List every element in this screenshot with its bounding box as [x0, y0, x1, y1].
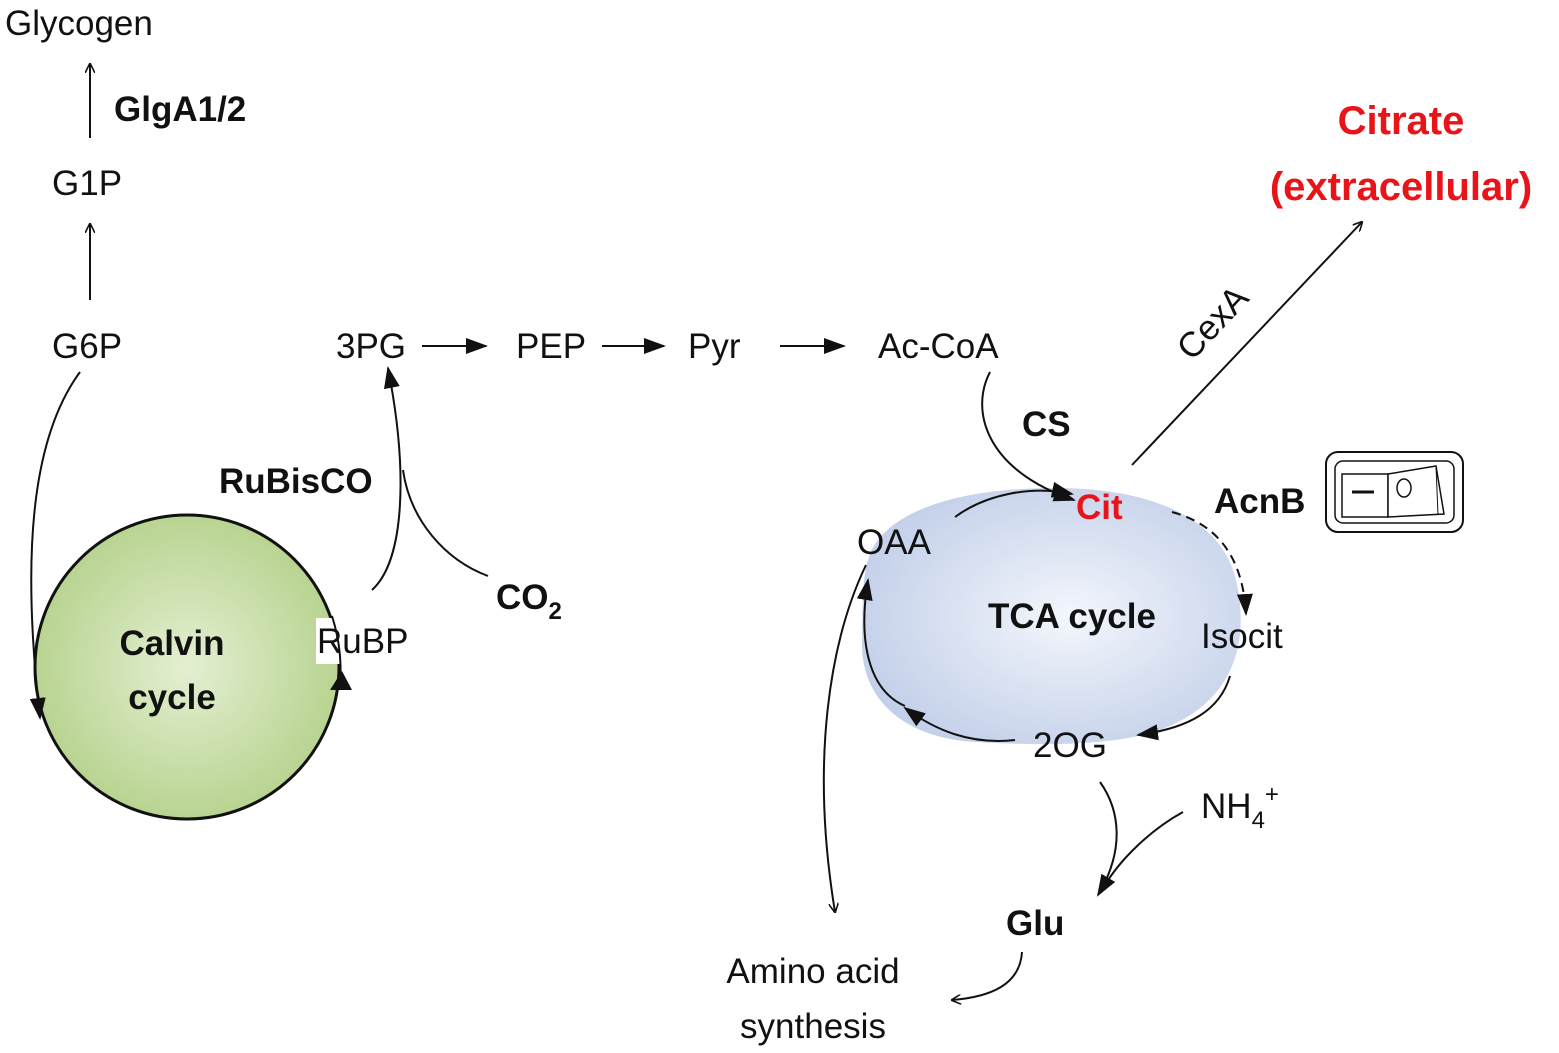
arrow-2og-to-oaa-lower: [903, 706, 1016, 742]
metabolite-pyr: Pyr: [688, 327, 741, 366]
product-citrate-line2: (extracellular): [1270, 165, 1532, 209]
metabolite-oaa: OAA: [857, 523, 932, 562]
metabolite-rubp: RuBP: [317, 622, 408, 661]
amino-acid-synthesis-line1: Amino acid: [726, 952, 899, 991]
metabolite-isocit: Isocit: [1201, 617, 1283, 656]
arrow-oaa-to-amino-acid: [822, 564, 867, 912]
rubp-label-backdrop: [316, 618, 396, 664]
metabolite-glycogen: Glycogen: [5, 4, 153, 43]
arrow-rubp-to-3pg: [371, 366, 402, 591]
metabolite-nh4: NH4+: [1201, 781, 1279, 834]
metabolite-3pg: 3PG: [336, 327, 406, 366]
product-citrate-line1: Citrate: [1338, 99, 1465, 143]
tca-cycle-blob: [861, 488, 1241, 745]
metabolite-pep: PEP: [516, 327, 586, 366]
arrow-g6p-to-calvin: [29, 371, 81, 720]
toggle-switch-icon: [1325, 451, 1464, 533]
arrow-cit-to-isocit: [1171, 511, 1253, 616]
arrow-2og-to-oaa-upper: [856, 578, 906, 707]
arrow-isocit-to-2og: [1136, 675, 1231, 741]
arrow-oaa-to-cit: [954, 481, 1074, 518]
enzyme-rubisco: RuBisCO: [219, 462, 373, 501]
enzyme-glga: GlgA1/2: [114, 90, 246, 129]
arrow-cit-to-extracellular: [1131, 222, 1362, 466]
calvin-cycle-label-line1: Calvin: [119, 624, 224, 663]
metabolite-2og: 2OG: [1033, 726, 1107, 765]
arrow-accoa-to-cit: [981, 371, 1076, 502]
calvin-cycle-label-line2: cycle: [128, 678, 216, 717]
metabolite-g1p: G1P: [52, 164, 122, 203]
arrow-glu-to-amino-acid: [952, 951, 1023, 1000]
enzyme-cexa: CexA: [1169, 278, 1256, 368]
enzyme-cs: CS: [1022, 405, 1071, 444]
tca-cycle-label: TCA cycle: [988, 597, 1156, 636]
metabolite-accoa: Ac-CoA: [878, 327, 999, 366]
metabolite-co2: CO2: [496, 578, 562, 625]
amino-acid-synthesis-line2: synthesis: [740, 1007, 886, 1046]
co2-incorporation-line: [402, 469, 489, 577]
nh4-incorporation-line: [1104, 811, 1184, 886]
metabolite-g6p: G6P: [52, 327, 122, 366]
calvin-arrowhead-rubp: [330, 671, 352, 690]
calvin-cycle-circle: [33, 513, 341, 821]
arrow-2og-to-glu: [1096, 781, 1118, 897]
metabolite-cit: Cit: [1076, 488, 1123, 527]
metabolite-glu: Glu: [1006, 904, 1064, 943]
enzyme-acnb: AcnB: [1214, 482, 1305, 521]
